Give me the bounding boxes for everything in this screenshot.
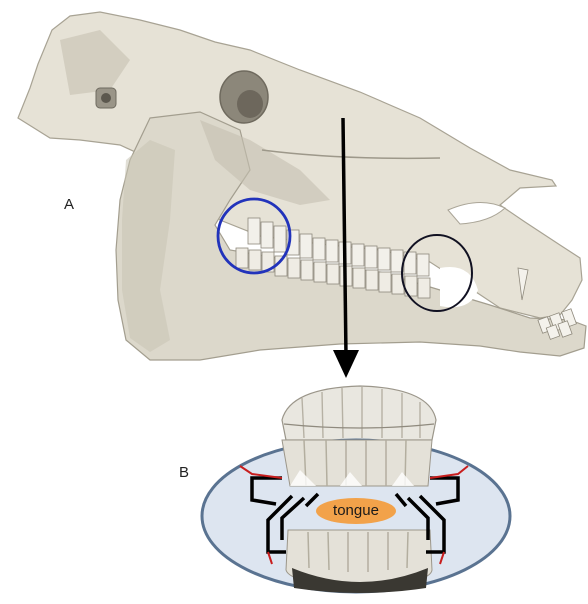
cross-section — [202, 386, 510, 593]
tongue-label: tongue — [318, 502, 394, 519]
panel-label-a: A — [64, 196, 74, 213]
panel-label-b: B — [179, 464, 189, 481]
lower-tooth-crown — [286, 530, 432, 593]
upper-tooth-bodies — [282, 440, 432, 486]
condyle-fitting — [96, 88, 116, 108]
horse-skull — [18, 12, 586, 360]
upper-tooth-crown — [282, 386, 436, 440]
